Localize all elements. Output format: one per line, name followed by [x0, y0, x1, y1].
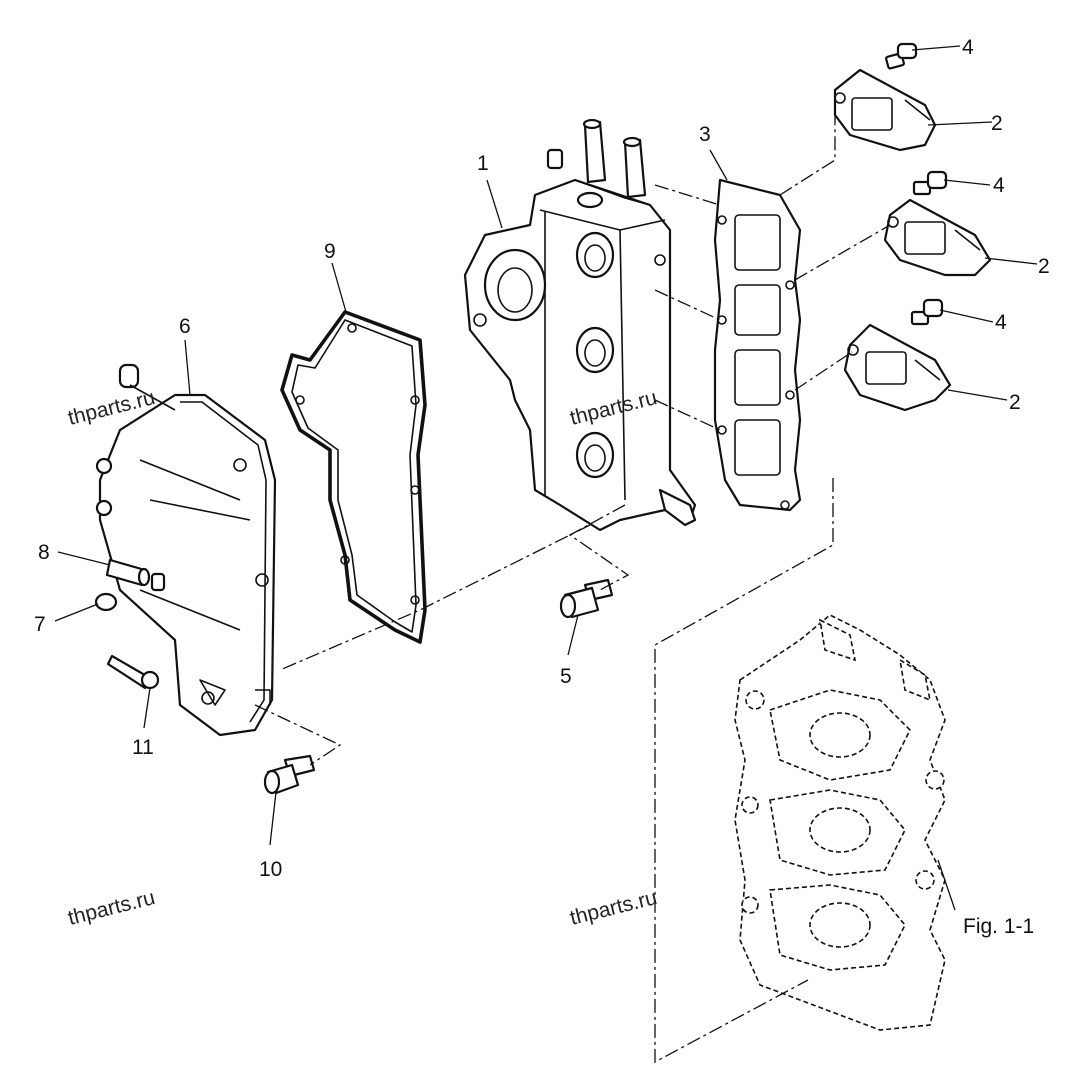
part-1-cylinder-head	[463, 118, 697, 532]
part-7-plug	[94, 592, 118, 612]
label-part-11: 11	[132, 736, 154, 759]
label-part-6: 6	[179, 315, 191, 338]
part-11-bolt	[106, 654, 160, 690]
label-part-1: 1	[477, 152, 489, 175]
part-10-plug	[263, 754, 316, 795]
label-part-2a: 2	[991, 112, 1003, 135]
part-2-reed-valve-b	[883, 198, 992, 277]
watermark: thparts.ru	[568, 886, 660, 930]
watermark: thparts.ru	[66, 886, 158, 930]
part-3-gasket	[713, 178, 802, 512]
label-part-7: 7	[34, 613, 46, 636]
label-part-4c: 4	[995, 311, 1007, 334]
label-part-3: 3	[699, 123, 711, 146]
label-part-5: 5	[560, 665, 572, 688]
part-6-cover	[95, 363, 277, 737]
figure-reference: Fig. 1-1	[963, 915, 1034, 938]
part-2-reed-valve-a	[833, 68, 937, 152]
label-part-9: 9	[324, 240, 336, 263]
part-4-bolt-b	[912, 170, 948, 196]
part-labels: 1 2 2 2 3 4 4 4 5 6 7 8 9 10 11 Fig. 1-1	[34, 36, 1050, 938]
label-part-2c: 2	[1009, 391, 1021, 414]
label-part-8: 8	[38, 541, 50, 564]
part-5-plug	[559, 578, 614, 619]
label-part-2b: 2	[1038, 255, 1050, 278]
part-9-cover-gasket	[280, 310, 427, 644]
part-8-pipe	[105, 558, 166, 592]
part-2-reed-valve-c	[843, 323, 952, 412]
part-4-bolt-c	[910, 298, 944, 326]
assembly-lines	[254, 90, 891, 766]
part-4-bolt-a	[885, 42, 918, 70]
label-part-4b: 4	[993, 174, 1005, 197]
label-part-10: 10	[259, 858, 282, 881]
fig-ref-boundary	[654, 478, 834, 1064]
label-part-4a: 4	[962, 36, 974, 59]
leader-lines	[54, 45, 1038, 911]
reference-crankcase	[734, 614, 946, 1031]
